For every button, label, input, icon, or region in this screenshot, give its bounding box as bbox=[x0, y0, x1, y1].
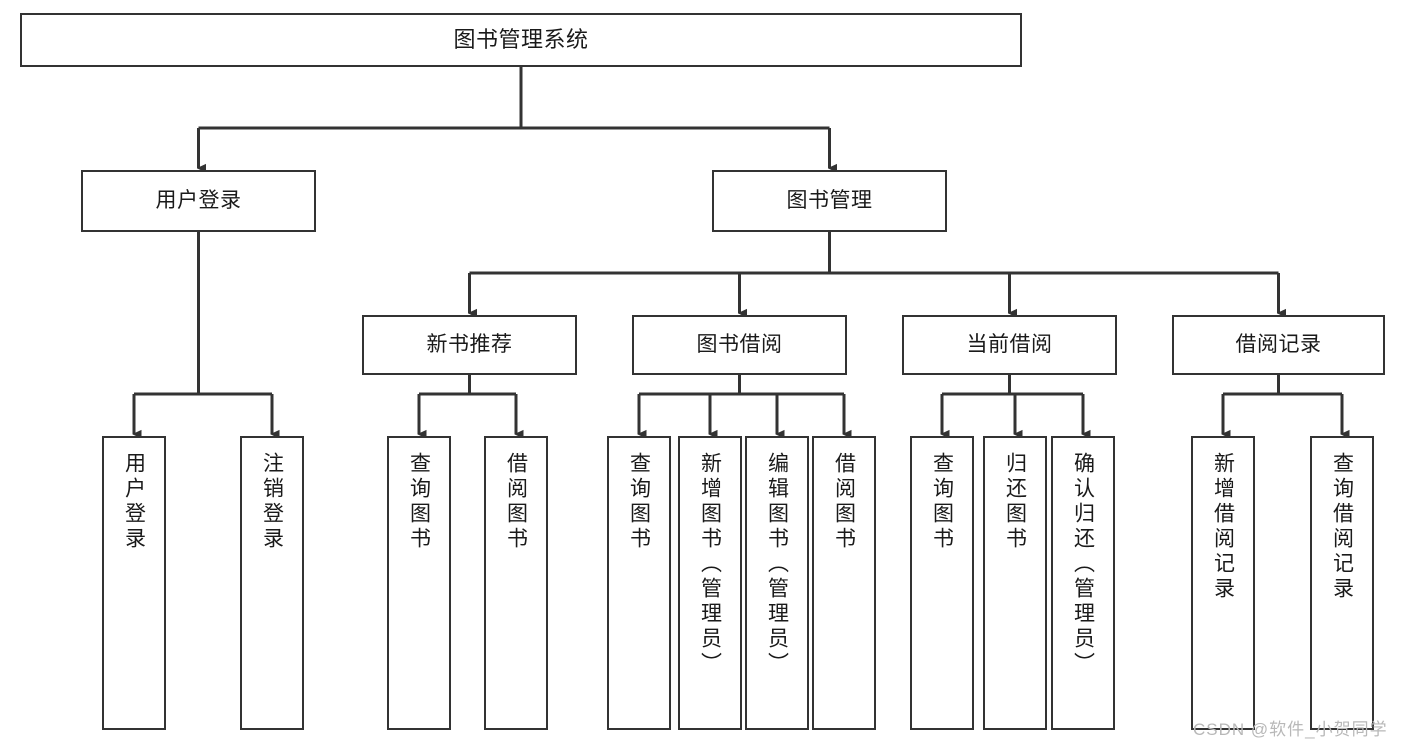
node-borrow-record: 借阅记录 bbox=[1172, 315, 1385, 375]
node-label: 查询图书 bbox=[930, 452, 954, 552]
node-root: 图书管理系统 bbox=[20, 13, 1022, 67]
node-label: 图书管理系统 bbox=[453, 27, 589, 53]
csdn-watermark: CSDN @软件_小贺同学 bbox=[1193, 720, 1388, 739]
node-leaf-query-book-2: 查询图书 bbox=[607, 436, 671, 730]
node-leaf-borrow-book-1: 借阅图书 bbox=[484, 436, 548, 730]
node-leaf-add-book-admin: 新增图书（管理员） bbox=[678, 436, 742, 730]
node-book-borrow: 图书借阅 bbox=[632, 315, 847, 375]
node-leaf-query-borrow-record: 查询借阅记录 bbox=[1310, 436, 1374, 730]
node-label: 借阅记录 bbox=[1235, 332, 1322, 356]
node-leaf-add-borrow-record: 新增借阅记录 bbox=[1191, 436, 1255, 730]
node-label: 用户登录 bbox=[155, 188, 242, 212]
node-leaf-edit-book-admin: 编辑图书（管理员） bbox=[745, 436, 809, 730]
node-leaf-query-book-1: 查询图书 bbox=[387, 436, 451, 730]
node-label: 新书推荐 bbox=[426, 332, 513, 356]
node-current-borrow: 当前借阅 bbox=[902, 315, 1117, 375]
node-leaf-user-login: 用户登录 bbox=[102, 436, 166, 730]
node-label: 确认归还（管理员） bbox=[1071, 452, 1095, 677]
node-label: 新增借阅记录 bbox=[1211, 452, 1235, 602]
node-label: 图书管理 bbox=[786, 188, 873, 212]
node-leaf-user-logout: 注销登录 bbox=[240, 436, 304, 730]
node-user-login: 用户登录 bbox=[81, 170, 316, 232]
node-new-book-rec: 新书推荐 bbox=[362, 315, 577, 375]
node-label: 归还图书 bbox=[1003, 452, 1027, 552]
node-leaf-borrow-book-2: 借阅图书 bbox=[812, 436, 876, 730]
node-leaf-return-book: 归还图书 bbox=[983, 436, 1047, 730]
node-label: 当前借阅 bbox=[966, 332, 1053, 356]
node-leaf-confirm-return-admin: 确认归还（管理员） bbox=[1051, 436, 1115, 730]
node-label: 新增图书（管理员） bbox=[698, 452, 722, 677]
node-label: 查询图书 bbox=[627, 452, 651, 552]
node-label: 查询图书 bbox=[407, 452, 431, 552]
node-label: 图书借阅 bbox=[696, 332, 783, 356]
node-label: 用户登录 bbox=[122, 452, 146, 552]
node-label: 查询借阅记录 bbox=[1330, 452, 1354, 602]
node-label: 借阅图书 bbox=[832, 452, 856, 552]
node-label: 注销登录 bbox=[260, 452, 284, 552]
node-label: 借阅图书 bbox=[504, 452, 528, 552]
node-book-manage: 图书管理 bbox=[712, 170, 947, 232]
node-leaf-query-book-3: 查询图书 bbox=[910, 436, 974, 730]
node-label: 编辑图书（管理员） bbox=[765, 452, 789, 677]
